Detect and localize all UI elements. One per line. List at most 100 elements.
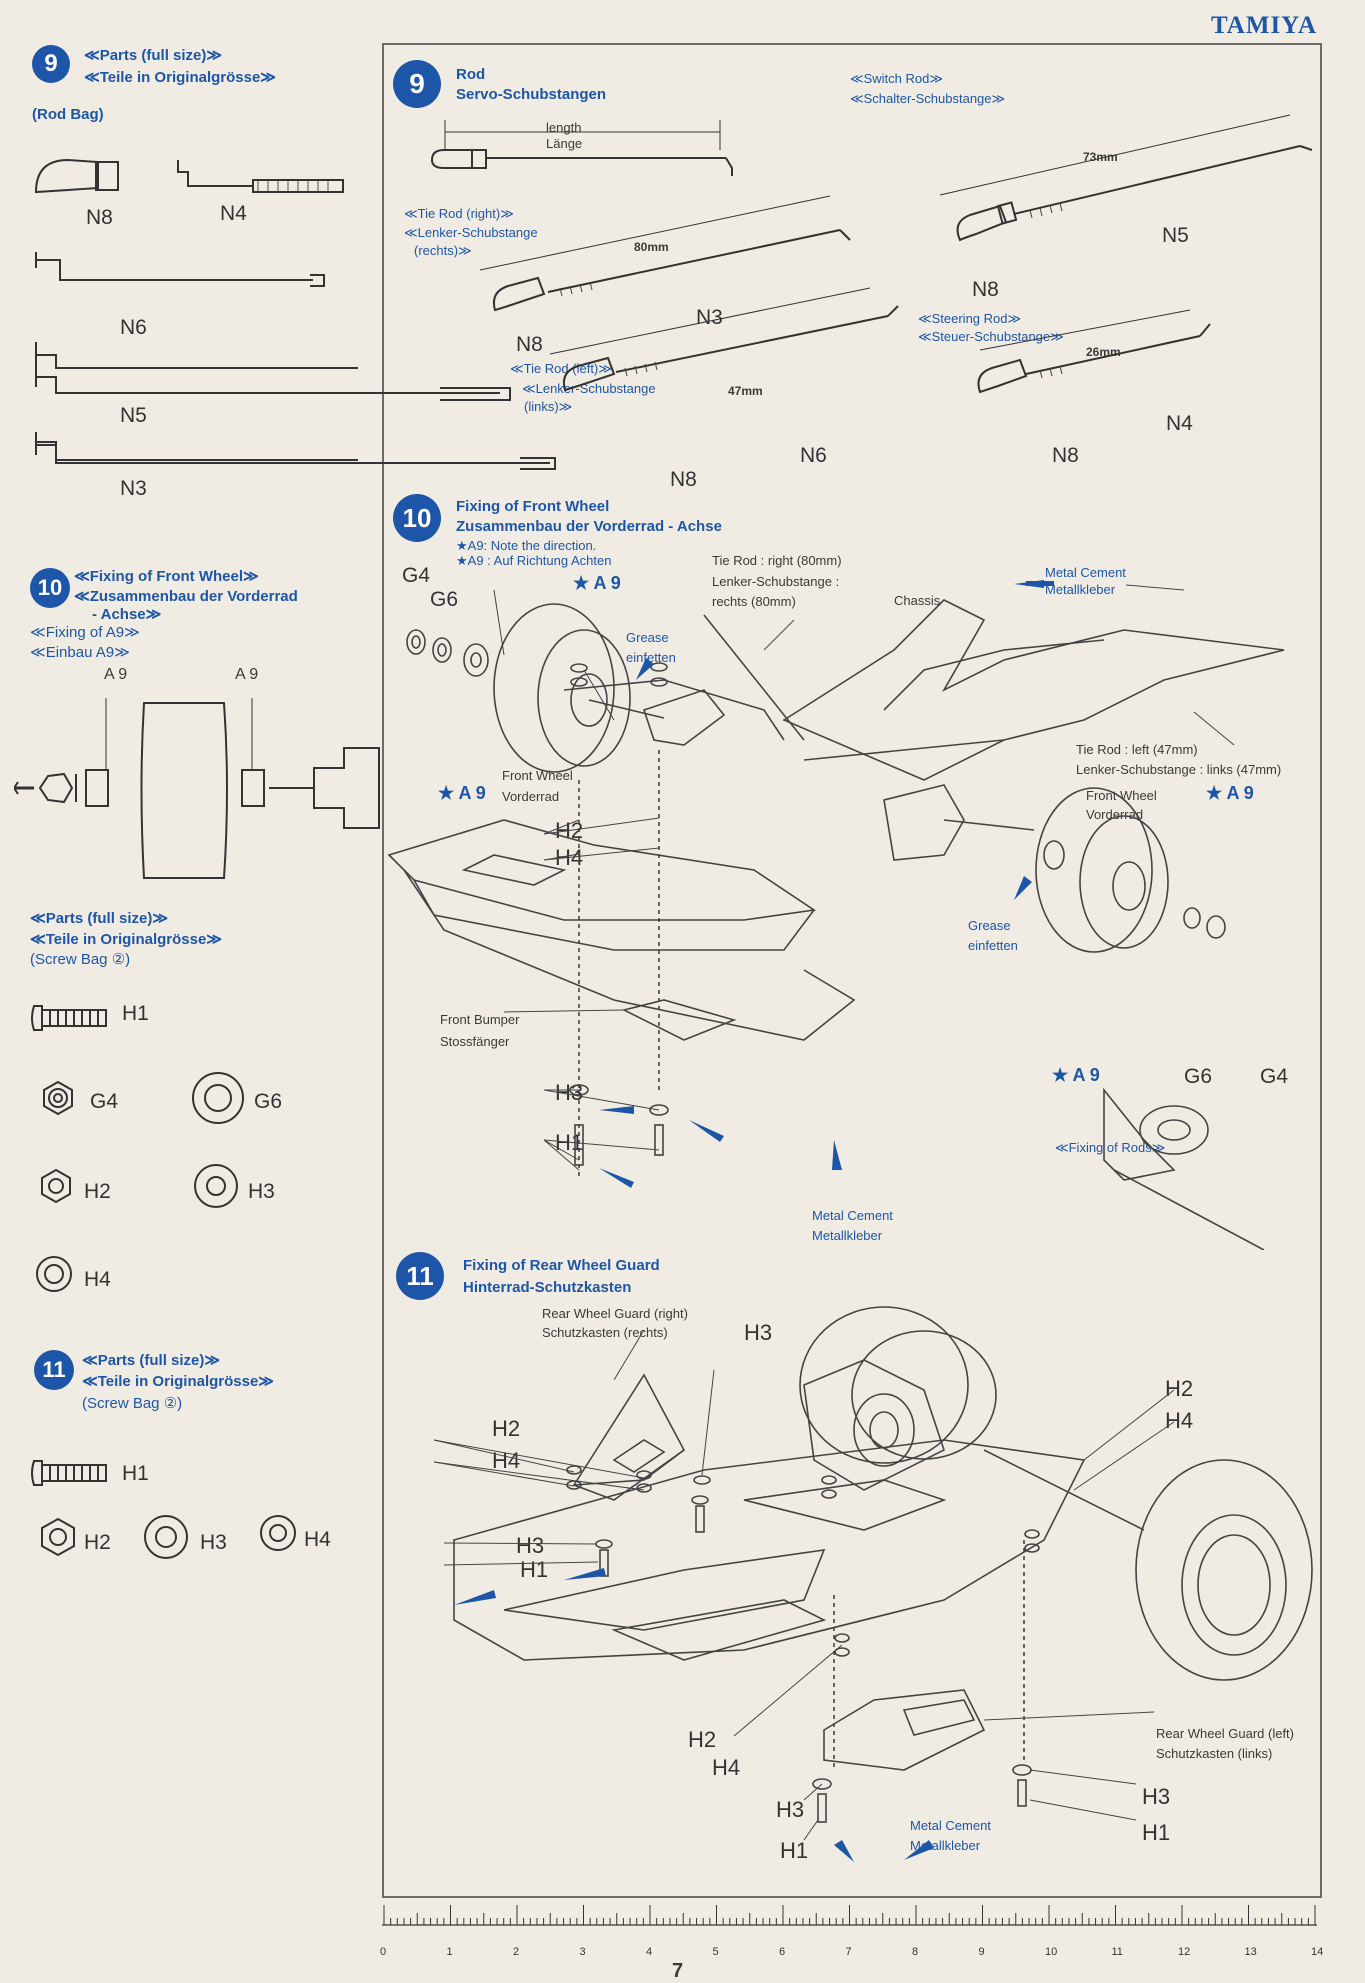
step11-part-h3: H3 <box>200 1531 227 1554</box>
step10-left-sub-en: ≪Fixing of A9≫ <box>30 624 140 641</box>
front-assembly-drawing <box>387 580 1285 1250</box>
front-bumper-label: Front Bumper <box>440 1012 520 1027</box>
step10-title-de: Zusammenbau der Vorderrad - Achse <box>456 518 722 535</box>
ruler-tick-label: 3 <box>579 1946 586 1958</box>
label-n8-switch: N8 <box>972 278 999 301</box>
step10-left-sub-de: ≪Einbau A9≫ <box>30 644 130 661</box>
step9-title-de: Servo-Schubstangen <box>456 86 607 103</box>
grease-right-de: einfetten <box>968 938 1018 953</box>
step11-title-de: Hinterrad-Schutzkasten <box>463 1279 632 1296</box>
dim-47: 47mm <box>728 384 763 398</box>
part-g4-left: G4 <box>90 1090 119 1113</box>
ruler-tick-label: 2 <box>513 1946 520 1958</box>
grease-left: Grease <box>626 630 669 645</box>
part-g6-left: G6 <box>254 1090 283 1113</box>
step9-badge-right: 9 <box>393 60 441 108</box>
ruler-tick-label: 13 <box>1244 1946 1257 1958</box>
ruler-tick-label: 8 <box>912 1946 919 1958</box>
rods-assembly-drawing <box>430 114 1313 394</box>
metal-cement-top: Metal Cement <box>1045 565 1126 580</box>
fixing-rods-label: ≪Fixing of Rods≫ <box>1055 1140 1166 1155</box>
ruler-tick-label: 12 <box>1178 1946 1191 1958</box>
step9-badge-left: 9 <box>32 45 70 83</box>
rear-h4-right: H4 <box>1165 1408 1194 1433</box>
guard-right-label: Rear Wheel Guard (right) <box>542 1306 688 1321</box>
step11-part-h1: H1 <box>122 1462 149 1485</box>
label-n5: N5 <box>1162 224 1189 247</box>
ruler-tick-label: 11 <box>1111 1946 1123 1958</box>
dim-26: 26mm <box>1086 345 1121 359</box>
step10-badge-right: 10 <box>393 494 441 542</box>
length-label-de: Länge <box>546 136 583 151</box>
step10-left-title-de: ≪Zusammenbau der Vorderrad <box>74 588 298 605</box>
steering-rod-label: ≪Steering Rod≫ <box>918 311 1022 326</box>
label-n4: N4 <box>1166 412 1193 435</box>
chassis-label: Chassis <box>894 593 941 608</box>
front-wheel-left-de: Vorderrad <box>502 789 560 804</box>
tie-rod-left-label-de: ≪Lenker-Schubstange <box>522 381 656 396</box>
tie-rod-right-label-de: ≪Lenker-Schubstange <box>404 225 538 240</box>
screw-parts-title-en: ≪Parts (full size)≫ <box>30 910 169 927</box>
grease-right: Grease <box>968 918 1011 933</box>
part-h1-left: H1 <box>122 1002 149 1025</box>
a9-label-left: A 9 <box>104 666 128 683</box>
tie-rod-right-callout-de2: rechts (80mm) <box>712 594 796 609</box>
part-n3-left: N3 <box>120 477 147 500</box>
a9-star-right: ★ A 9 <box>1206 783 1254 803</box>
step11-left-title-de: ≪Teile in Originalgrösse≫ <box>82 1373 275 1390</box>
ruler-tick-label: 4 <box>646 1946 653 1958</box>
guard-left-label-de: Schutzkasten (links) <box>1156 1746 1273 1761</box>
ruler-tick-label: 5 <box>712 1946 719 1958</box>
dim-73: 73mm <box>1083 150 1118 164</box>
rear-h2-right: H2 <box>1165 1376 1194 1401</box>
tie-rod-right-callout-de: Lenker-Schubstange : <box>712 574 840 589</box>
ruler-tick-label: 9 <box>978 1946 985 1958</box>
parts-title-en: ≪Parts (full size)≫ <box>84 47 223 64</box>
rear-h1-bottom-left: H1 <box>780 1838 809 1863</box>
step11-part-h2: H2 <box>84 1531 111 1554</box>
step11-badge-left: 11 <box>34 1350 74 1390</box>
ruler-tick-label: 10 <box>1045 1946 1058 1958</box>
ruler-tick-label: 7 <box>845 1946 852 1958</box>
switch-rod-label: ≪Switch Rod≫ <box>850 71 943 86</box>
label-g4-top: G4 <box>402 564 431 587</box>
rear-h2-bottom: H2 <box>688 1727 717 1752</box>
label-g6-top: G6 <box>430 588 459 611</box>
rear-h1-bottom-right: H1 <box>1142 1820 1171 1845</box>
ruler-tick-label: 6 <box>779 1946 786 1958</box>
grease-left-de: einfetten <box>626 650 676 665</box>
tie-rod-right-label: ≪Tie Rod (right)≫ <box>404 206 514 221</box>
tie-rod-left-callout-de: Lenker-Schubstange : links (47mm) <box>1076 762 1282 777</box>
switch-rod-label-de: ≪Schalter-Schubstange≫ <box>850 91 1006 106</box>
front-wheel-right: Front Wheel <box>1086 788 1157 803</box>
a9-star-left: ★ A 9 <box>438 783 486 803</box>
instruction-frame <box>382 43 1322 1898</box>
dim-80: 80mm <box>634 240 669 254</box>
rear-assembly-drawing <box>433 1306 1313 1862</box>
guard-right-label-de: Schutzkasten (rechts) <box>542 1325 668 1340</box>
rear-h2-left: H2 <box>492 1416 521 1441</box>
tie-rod-right-callout: Tie Rod : right (80mm) <box>712 553 842 568</box>
page-number: 7 <box>672 1960 684 1982</box>
rear-h4-left: H4 <box>492 1448 521 1473</box>
tie-rod-right-label-de2: (rechts)≫ <box>414 243 472 258</box>
part-h3-left: H3 <box>248 1180 275 1203</box>
guard-left-label: Rear Wheel Guard (left) <box>1156 1726 1294 1741</box>
rear-h4-bottom: H4 <box>712 1755 741 1780</box>
step11-screws-drawing <box>31 1460 296 1559</box>
long-rods-drawing <box>35 365 556 470</box>
brand-logo: TAMIYA <box>1210 12 1317 39</box>
label-n8-tie-left: N8 <box>670 468 697 491</box>
metal-cement-bottom: Metal Cement <box>812 1208 893 1223</box>
rear-h3-bottom-left: H3 <box>776 1797 805 1822</box>
rear-h3-left: H3 <box>516 1533 545 1558</box>
step11-screw-bag: (Screw Bag ②) <box>82 1395 183 1412</box>
metal-cement-bottom-de: Metallkleber <box>812 1228 883 1243</box>
a9-note-de: ★A9 : Auf Richtung Achten <box>456 553 612 568</box>
step9-title-en: Rod <box>456 66 486 83</box>
rear-h1-left: H1 <box>520 1557 549 1582</box>
step11-badge-right: 11 <box>396 1252 444 1300</box>
front-wheel-axle-drawing <box>14 698 380 879</box>
scale-ruler <box>382 1905 1317 1926</box>
ruler-tick-label: 14 <box>1311 1946 1324 1958</box>
